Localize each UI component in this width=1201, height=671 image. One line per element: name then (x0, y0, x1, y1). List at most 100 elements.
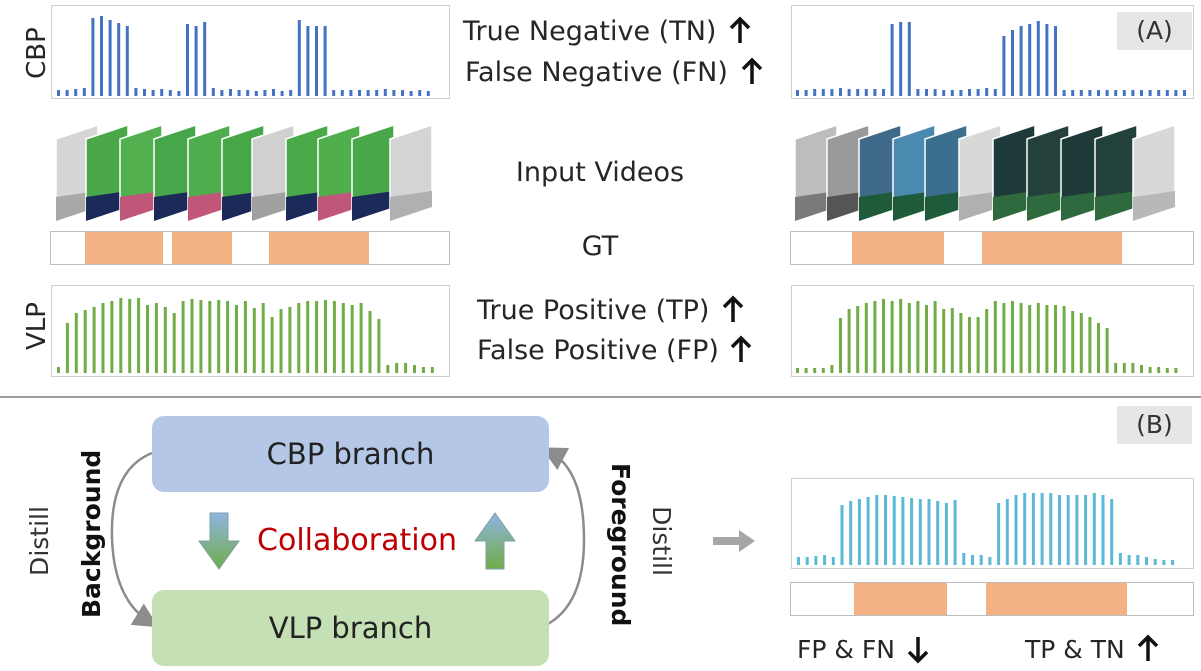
bar (392, 90, 396, 96)
bar (942, 309, 946, 373)
bar (306, 301, 310, 373)
bar (418, 90, 422, 96)
bar (814, 556, 818, 565)
bar (377, 319, 381, 373)
bar (1165, 90, 1169, 96)
bar (74, 313, 78, 373)
bar (944, 503, 948, 565)
bar (243, 301, 247, 373)
video-frame-strip (86, 191, 128, 221)
fn-caption: False Negative (FN) (465, 53, 785, 93)
bar (91, 18, 95, 96)
video-frame-strip (318, 191, 360, 221)
bar (1114, 90, 1118, 96)
bar (936, 501, 940, 565)
bar (194, 26, 198, 96)
bar (1101, 495, 1105, 565)
bar (823, 555, 827, 565)
bar (57, 367, 60, 373)
cbp-bars-right (796, 21, 1186, 96)
bar (324, 300, 327, 373)
bar (117, 23, 121, 96)
bar (925, 89, 928, 96)
bar (1011, 30, 1014, 96)
bar (203, 22, 207, 96)
vlp-plot-right (791, 285, 1194, 377)
bar (125, 26, 129, 96)
bar (226, 301, 230, 373)
bar (1174, 368, 1178, 373)
bar (297, 20, 301, 96)
bar (864, 303, 868, 373)
bar (1028, 24, 1032, 96)
bar (1036, 303, 1040, 373)
video-frame-strip (154, 191, 196, 221)
video-frame-strip (1133, 191, 1175, 221)
bar (933, 89, 937, 96)
bar (426, 91, 430, 96)
gt-segment (269, 232, 369, 264)
bar (873, 89, 877, 96)
bar (884, 495, 887, 565)
video-frame-strip (252, 191, 294, 221)
video-frames-right (793, 115, 1193, 230)
bar (211, 88, 215, 96)
bar (899, 22, 903, 96)
bar (950, 90, 954, 96)
bar (1122, 90, 1126, 96)
bar (1040, 493, 1044, 565)
bar (1165, 368, 1169, 373)
bar (1036, 21, 1040, 96)
bar (359, 303, 363, 373)
bar (270, 317, 274, 373)
bar (821, 368, 825, 373)
bar (1092, 493, 1096, 565)
gt-segment (172, 232, 232, 264)
bar (261, 303, 265, 373)
bar (1054, 305, 1057, 373)
bar (315, 301, 319, 373)
bar (208, 301, 212, 373)
bar (857, 499, 861, 565)
bar (401, 90, 404, 96)
tp-tn-caption: TP & TN (1025, 630, 1200, 668)
bar (65, 90, 69, 96)
bar (289, 90, 293, 96)
bar (1171, 560, 1175, 565)
bar (1019, 26, 1023, 96)
bar (1153, 559, 1157, 565)
bar (1097, 323, 1100, 373)
bar (368, 311, 372, 373)
bar (413, 365, 416, 373)
bar (332, 90, 336, 96)
bar (1148, 90, 1152, 96)
bar (942, 90, 946, 96)
vlp-plot-left (51, 285, 450, 377)
bar (839, 88, 842, 96)
bar (950, 308, 954, 373)
bar (65, 323, 69, 373)
bar (971, 555, 974, 565)
bar (1066, 495, 1070, 565)
bar (252, 308, 256, 373)
bar (918, 499, 922, 565)
bar (100, 16, 103, 96)
bar (890, 301, 894, 373)
bar (805, 557, 809, 565)
bar (280, 91, 284, 96)
tn-caption: True Negative (TN) (463, 12, 783, 52)
bar (1174, 90, 1178, 96)
bar (840, 505, 844, 565)
bar (358, 90, 361, 96)
bar (74, 89, 78, 96)
bar (979, 555, 983, 565)
bar (375, 90, 379, 96)
bar (1136, 555, 1140, 565)
bar (154, 303, 158, 373)
bar (349, 90, 353, 96)
video-frame-strip (390, 191, 432, 221)
right-arrow-icon (713, 530, 755, 552)
vlp-bars-left (57, 298, 434, 373)
bar (128, 299, 132, 373)
